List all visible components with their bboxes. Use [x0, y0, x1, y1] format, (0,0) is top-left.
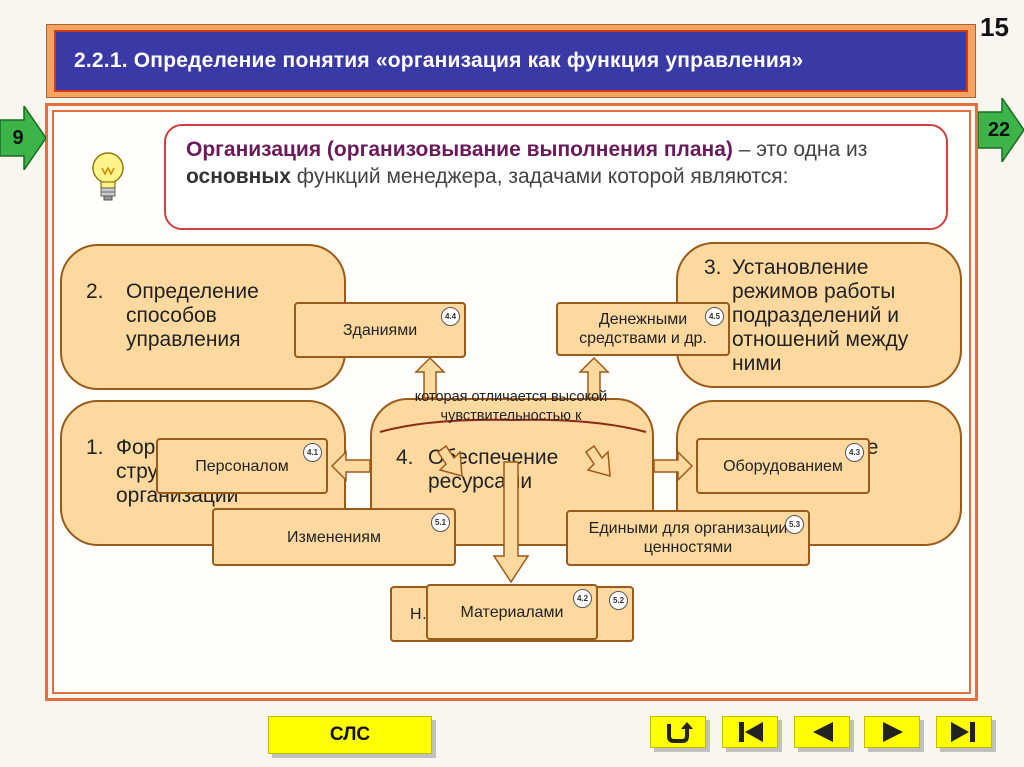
badge-4-3: 4.3 [845, 443, 864, 462]
arrow-diagonal-icon [436, 444, 463, 478]
culture-item-values[interactable]: Едиными для организации ценностями 5.3 [566, 510, 810, 566]
slc-button[interactable]: СЛС [268, 716, 432, 754]
next-slide-number: 22 [987, 118, 1011, 141]
badge-4-4: 4.4 [441, 307, 460, 326]
definition-term: Организация (организовывание выполнения … [186, 138, 733, 161]
skip-forward-icon [951, 722, 975, 742]
badge-5-3: 5.3 [785, 515, 804, 534]
resource-buildings-label: Зданиями [342, 321, 418, 339]
task-3-box[interactable]: 3. Установление режимов работы подраздел… [676, 242, 962, 388]
arrow-right-icon [977, 95, 1024, 165]
definition-text-2: функций менеджера, задачами которой явля… [290, 165, 789, 188]
arrow-right-icon [0, 103, 47, 173]
definition-text-1: – это одна из [732, 138, 868, 161]
return-button[interactable] [650, 716, 706, 748]
task-4-number: 4. [396, 446, 414, 469]
task-2-number: 2. [86, 280, 104, 303]
return-arrow-icon [667, 722, 693, 743]
arrow-right-icon [653, 450, 694, 482]
play-icon [883, 722, 903, 742]
culture-item-changes[interactable]: Изменениям 5.1 [212, 508, 456, 566]
arrow-up-icon [578, 356, 610, 399]
task-1-number: 1. [86, 436, 104, 459]
resource-materials-label: Материалами [460, 603, 564, 621]
prev-button[interactable] [794, 716, 850, 748]
page-title: 2.2.1. Определение понятия «организация … [54, 30, 968, 92]
arrow-up-icon [414, 356, 446, 399]
next-slide-link[interactable]: 22 [977, 95, 1024, 165]
resource-buildings[interactable]: Зданиями 4.4 [294, 302, 466, 358]
arrow-left-icon [330, 450, 371, 482]
culture-note: которая отличается высокой чувствительно… [414, 389, 608, 424]
resource-personnel[interactable]: Персоналом 4.1 [156, 438, 328, 494]
arrow-down-icon [492, 461, 530, 584]
culture-item-changes-label: Изменениям [287, 528, 381, 546]
next-button[interactable] [864, 716, 920, 748]
resource-materials[interactable]: Материалами 4.2 [426, 584, 598, 640]
badge-4-5: 4.5 [705, 307, 724, 326]
resource-equipment[interactable]: Оборудованием 4.3 [696, 438, 870, 494]
slide-number: 15 [980, 12, 1009, 42]
arrow-diagonal-icon [584, 444, 611, 478]
definition-box: Организация (организовывание выполнения … [164, 124, 948, 230]
play-back-icon [813, 722, 833, 742]
definition-bold: основных [186, 165, 291, 188]
badge-5-1: 5.1 [431, 513, 450, 532]
skip-back-icon [739, 722, 763, 742]
culture-item-values-label: Едиными для организации ценностями [588, 520, 788, 556]
badge-4-2: 4.2 [573, 589, 592, 608]
last-slide-button[interactable] [936, 716, 992, 748]
resource-money[interactable]: Денежными средствами и др. 4.5 [556, 302, 730, 356]
prev-slide-number: 9 [12, 126, 24, 149]
resource-personnel-label: Персоналом [195, 457, 289, 475]
task-2-text: Определение способов управления [126, 280, 259, 351]
badge-5-2: 5.2 [609, 591, 628, 610]
resource-money-label: Денежными средствами и др. [579, 311, 707, 347]
task-3-number: 3. [704, 256, 722, 279]
badge-4-1: 4.1 [303, 443, 322, 462]
resource-equipment-label: Оборудованием [723, 457, 843, 475]
prev-slide-link[interactable]: 9 [0, 103, 47, 173]
first-slide-button[interactable] [722, 716, 778, 748]
lightbulb-icon [92, 152, 124, 201]
task-3-text: Установление режимов работы подразделени… [732, 256, 909, 375]
